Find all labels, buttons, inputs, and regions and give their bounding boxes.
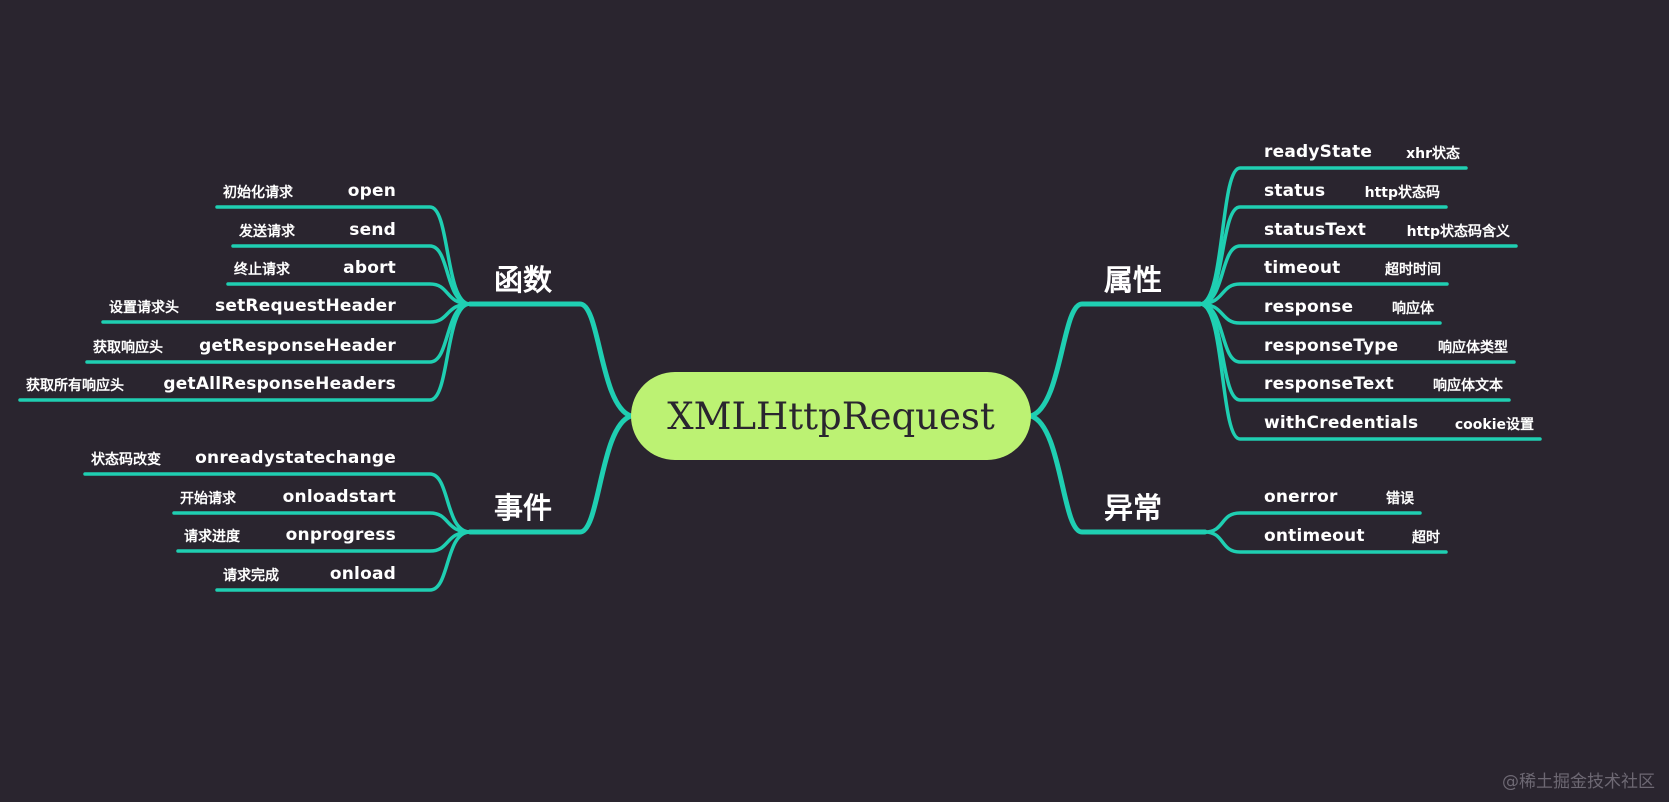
properties-item-name[interactable]: statusText <box>1264 220 1367 240</box>
properties-item-name[interactable]: responseType <box>1264 336 1399 356</box>
exceptions-item-desc: 错误 <box>1386 491 1414 507</box>
connector-properties-2 <box>1198 244 1518 306</box>
properties-item-name[interactable]: status <box>1264 181 1326 201</box>
properties-item-name[interactable]: responseText <box>1264 374 1394 394</box>
root-node[interactable]: XMLHttpRequest <box>631 372 1031 460</box>
connector-root-properties <box>1028 301 1203 419</box>
functions-item-name[interactable]: abort <box>343 258 396 278</box>
properties-item-desc: 响应体文本 <box>1433 378 1503 394</box>
events-item-name[interactable]: onloadstart <box>282 487 396 507</box>
connector-properties-7 <box>1198 302 1542 441</box>
connector-root-functions <box>467 301 634 419</box>
root-label: XMLHttpRequest <box>667 394 995 438</box>
branch-label-functions[interactable]: 函数 <box>494 263 553 297</box>
branch-label-exceptions[interactable]: 异常 <box>1104 491 1163 525</box>
branch-label-events[interactable]: 事件 <box>494 491 553 525</box>
events-item-desc: 请求进度 <box>184 529 240 545</box>
functions-item-name[interactable]: open <box>347 181 396 201</box>
functions-item-desc: 发送请求 <box>239 224 295 240</box>
connector-functions-5 <box>18 302 472 402</box>
events-item-name[interactable]: onprogress <box>285 525 396 545</box>
properties-item-desc: 响应体类型 <box>1438 340 1508 356</box>
connector-root-exceptions <box>1028 413 1208 535</box>
connector-functions-0 <box>215 205 472 306</box>
connector-root-events <box>467 413 634 535</box>
events-item-desc: 开始请求 <box>180 491 236 507</box>
properties-item-desc: xhr状态 <box>1406 146 1460 162</box>
properties-item-name[interactable]: readyState <box>1264 142 1373 162</box>
properties-item-name[interactable]: timeout <box>1264 258 1341 278</box>
events-item-name[interactable]: onload <box>329 564 396 584</box>
functions-item-desc: 终止请求 <box>234 262 290 278</box>
functions-item-desc: 获取响应头 <box>93 340 163 356</box>
exceptions-item-desc: 超时 <box>1412 530 1440 546</box>
exceptions-item-name[interactable]: ontimeout <box>1264 526 1365 546</box>
functions-item-desc: 设置请求头 <box>109 300 179 316</box>
branch-label-properties[interactable]: 属性 <box>1104 263 1163 297</box>
properties-item-name[interactable]: withCredentials <box>1264 413 1419 433</box>
properties-item-desc: http状态码 <box>1364 185 1440 201</box>
events-item-desc: 状态码改变 <box>91 452 161 468</box>
events-item-name[interactable]: onreadystatechange <box>195 448 396 468</box>
functions-item-name[interactable]: send <box>349 220 396 240</box>
functions-item-desc: 获取所有响应头 <box>26 378 124 394</box>
connector-events-3 <box>215 530 472 592</box>
properties-item-desc: 超时时间 <box>1385 262 1441 278</box>
properties-item-desc: http状态码含义 <box>1406 224 1510 240</box>
properties-item-desc: 响应体 <box>1392 301 1434 317</box>
connector-events-0 <box>83 472 472 534</box>
properties-item-desc: cookie设置 <box>1454 417 1534 433</box>
watermark: @稀土掘金技术社区 <box>1502 772 1655 792</box>
connector-exceptions-1 <box>1203 530 1448 554</box>
functions-item-name[interactable]: setRequestHeader <box>215 296 396 316</box>
functions-item-name[interactable]: getAllResponseHeaders <box>163 374 396 394</box>
properties-item-name[interactable]: response <box>1264 297 1354 317</box>
events-item-desc: 请求完成 <box>223 568 279 584</box>
exceptions-item-name[interactable]: onerror <box>1264 487 1338 507</box>
functions-item-desc: 初始化请求 <box>223 185 293 201</box>
functions-item-name[interactable]: getResponseHeader <box>199 336 396 356</box>
